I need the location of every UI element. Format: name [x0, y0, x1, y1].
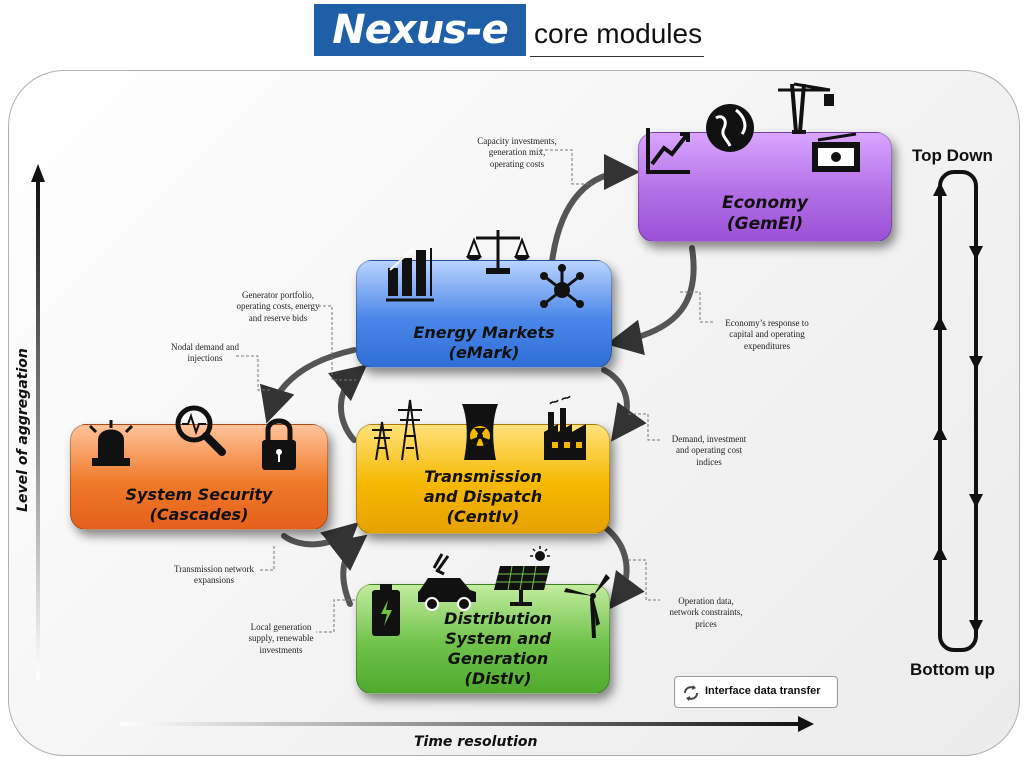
- cash-icon: [812, 132, 860, 172]
- centiv-title-line2: and Dispatch: [423, 487, 543, 506]
- annotation-capacity-investments: Capacity investments, generation mix, op…: [477, 136, 557, 169]
- wind-turbine-icon: [564, 574, 610, 638]
- top-down-bottom-up-loop: [933, 170, 983, 652]
- annotation-generator-portfolio: Generator portfolio, operating costs, en…: [236, 290, 320, 323]
- scales-icon: [466, 230, 530, 274]
- annotation-economy-response: Economy’s response to capital and operat…: [725, 318, 809, 351]
- arrow-centiv-to-distiv: [603, 525, 645, 610]
- refresh-icon: [684, 685, 698, 701]
- distiv-icons: [372, 546, 610, 638]
- bar-chart-icon: [386, 247, 434, 302]
- legend-box: Interface data transfer: [674, 676, 838, 708]
- magnifier-icon: [175, 405, 226, 456]
- x-axis-label: Time resolution: [414, 734, 538, 750]
- lock-icon: [262, 418, 296, 470]
- siren-icon: [88, 420, 134, 466]
- y-axis-arrow: [31, 164, 45, 680]
- centiv-subtitle: (CentIv): [446, 507, 520, 526]
- arrow-economy-to-emark: [606, 245, 697, 356]
- economy-title: Economy: [722, 193, 808, 213]
- annotation-nodal-demand: Nodal demand and injections: [171, 342, 239, 364]
- distiv-title-line2: System and: [445, 629, 551, 648]
- top-down-label: Top Down: [912, 146, 993, 165]
- solar-panel-icon: [494, 546, 550, 606]
- arrow-distiv-to-centiv: [328, 534, 368, 607]
- globe-icon: [706, 104, 754, 152]
- y-axis-label: Level of aggregation: [15, 348, 31, 512]
- emark-title: Energy Markets: [413, 323, 555, 342]
- centiv-title-line1: Transmission: [424, 467, 542, 486]
- arrow-centiv-to-emark: [328, 364, 368, 443]
- x-axis-arrow: [120, 716, 814, 732]
- arrow-emark-to-economy: [549, 154, 640, 265]
- economy-subtitle: (GemEl): [726, 214, 804, 234]
- economy-icons: [646, 82, 860, 174]
- nexus-e-logo: Nexus-e: [314, 4, 526, 56]
- electric-car-icon: [418, 553, 476, 611]
- arrow-emark-to-centiv: [601, 367, 647, 442]
- page-subtitle: core modules: [534, 18, 703, 49]
- security-icons: [88, 405, 296, 470]
- legend-label: Interface data transfer: [705, 685, 821, 697]
- annotation-demand-investment: Demand, investment and operating cost in…: [671, 434, 747, 467]
- subtitle-underline: [530, 56, 704, 57]
- factory-icon: [544, 396, 586, 460]
- distiv-title-line1: Distribution: [444, 609, 552, 628]
- emark-module: Energy Markets (eMark): [356, 260, 612, 368]
- nuclear-plant-icon: [462, 404, 498, 460]
- emark-subtitle: (eMark): [448, 343, 520, 362]
- power-tower-icon: [372, 399, 422, 461]
- distiv-subtitle: (DistIv): [464, 669, 532, 688]
- bottom-up-label: Bottom up: [910, 660, 995, 679]
- crane-icon: [778, 82, 834, 134]
- security-subtitle: (Cascades): [149, 505, 249, 524]
- centiv-icons: [372, 396, 586, 461]
- network-icon: [540, 264, 584, 308]
- annotation-operation-data: Operation data, network constraints, pri…: [669, 596, 743, 629]
- arrow-security-to-centiv: [281, 521, 359, 560]
- distiv-title-line3: Generation: [447, 649, 549, 668]
- stock-chart-icon: [646, 128, 690, 174]
- battery-icon: [372, 584, 400, 636]
- security-title: System Security: [125, 485, 273, 504]
- annotation-local-generation: Local generation supply, renewable inves…: [248, 622, 314, 655]
- emark-icons: [386, 230, 584, 308]
- annotation-transmission-expansions: Transmission network expansions: [174, 564, 254, 586]
- arrow-emark-to-security: [259, 347, 357, 424]
